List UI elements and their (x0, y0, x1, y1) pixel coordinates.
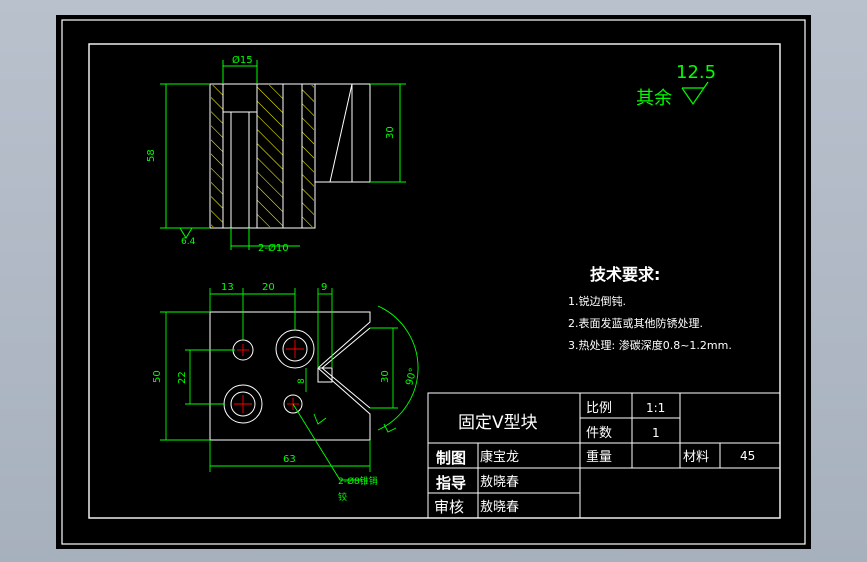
tech-req-item: 2.表面发蓝或其他防锈处理. (568, 316, 703, 330)
dim-30-label: 30 (380, 370, 391, 383)
drawn-label: 制图 (436, 449, 466, 467)
outer-border (61, 19, 806, 545)
dim-20-label: 20 (262, 282, 275, 293)
counterbore (222, 83, 258, 113)
v-groove-edge (321, 367, 371, 409)
scale-value: 1:1 (646, 401, 665, 415)
review-label: 审核 (434, 498, 464, 516)
dim-right-label: 30 (385, 126, 396, 139)
title-block (427, 392, 781, 519)
surface-finish-value: 12.5 (676, 62, 716, 83)
weight-label: 重量 (586, 449, 612, 465)
hole-counterbore-inner (282, 336, 308, 362)
dim-arc (377, 305, 419, 431)
v-groove-edge (321, 327, 371, 369)
drawing-sheet (56, 15, 811, 549)
roughness-label: 6.4 (181, 237, 196, 247)
drawn-by: 康宝龙 (480, 449, 519, 465)
dim-top-label: Ø15 (232, 54, 253, 66)
material-label: 材料 (683, 450, 709, 465)
tech-req-item: 1.锐边倒钝. (568, 294, 626, 308)
surface-finish-note: 其余 12.5 (636, 62, 716, 109)
top-view-hatch-left (211, 85, 223, 227)
top-view-hatch-right (302, 85, 314, 227)
tech-requirements: 技术要求: 1.锐边倒钝. 2.表面发蓝或其他防锈处理. 3.热处理: 渗碳深度… (568, 265, 732, 352)
material-value: 45 (740, 449, 755, 463)
qty-value: 1 (652, 426, 660, 440)
bottom-view-outline (209, 311, 371, 441)
tech-req-title: 技术要求: (590, 265, 660, 284)
hole-counterbore-inner (230, 391, 256, 417)
part-name: 固定V型块 (458, 413, 538, 433)
leader-line (292, 403, 362, 481)
dim-90-label: 90° (404, 367, 419, 387)
top-view: Ø15 58 30 6.4 2-Ø10 (146, 54, 406, 254)
dim-50-label: 50 (152, 370, 163, 383)
top-view-hatch-mid (257, 85, 283, 227)
dim-left-label: 58 (146, 149, 157, 162)
bottom-view: 13 20 9 50 22 8 30 90° 63 2-Ø8锥销 铰 (152, 282, 419, 503)
roughness-symbol (313, 413, 327, 425)
dim-9-label: 9 (321, 282, 327, 293)
reviewed-by: 敖晓春 (480, 499, 519, 515)
surface-finish-label: 其余 (636, 88, 672, 109)
dim-63-label: 63 (283, 454, 296, 465)
scale-label: 比例 (586, 401, 612, 416)
leader-note-1: 2-Ø8锥销 (338, 475, 378, 487)
dim-22-label: 22 (177, 371, 188, 384)
v-block-side (314, 83, 371, 183)
guided-by: 敖晓春 (480, 474, 519, 490)
surface-finish-symbol (681, 81, 709, 106)
leader-note-2: 铰 (338, 491, 347, 503)
guided-label: 指导 (436, 474, 466, 492)
tech-req-item: 3.热处理: 渗碳深度0.8~1.2mm. (568, 338, 732, 352)
v-groove-slot (317, 367, 333, 383)
dim-holes-label: 2-Ø10 (258, 242, 289, 254)
dim-13-label: 13 (221, 282, 234, 293)
dim-8-label: 8 (297, 378, 307, 384)
roughness-symbol (179, 227, 193, 239)
title-block-frame (427, 392, 781, 519)
qty-label: 件数 (586, 426, 612, 441)
hole-pin (283, 394, 303, 414)
roughness-symbol (383, 423, 397, 433)
v-block-edge (329, 83, 353, 183)
